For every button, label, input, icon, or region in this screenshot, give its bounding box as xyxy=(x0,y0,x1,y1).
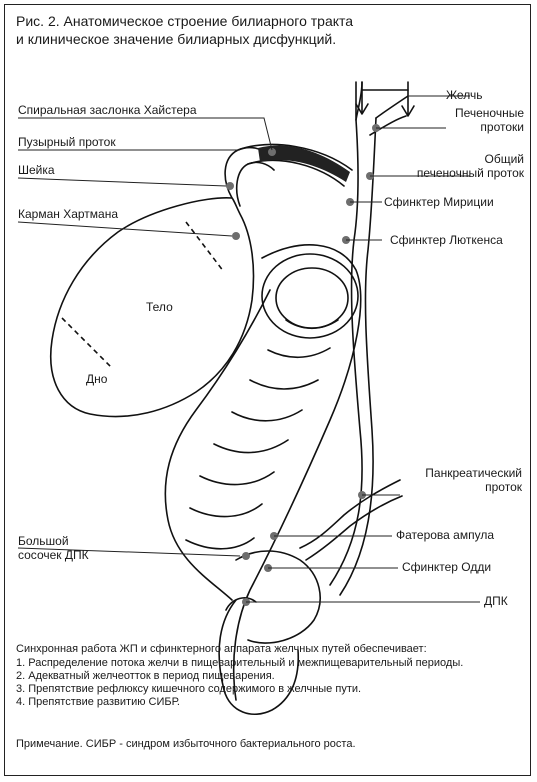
label-bile: Желчь xyxy=(446,88,482,102)
footer-list: 1. Распределение потока желчи в пищевари… xyxy=(16,657,526,709)
label-neck: Шейка xyxy=(18,163,55,177)
label-oddi: Сфинктер Одди xyxy=(402,560,491,574)
footer-item-2: 2. Адекватный желчеотток в период пищева… xyxy=(16,670,526,683)
body-fundus-division xyxy=(62,318,112,368)
label-common-hepatic: Общий печеночный проток xyxy=(380,152,524,180)
label-hepatic-ducts: Печеночные протоки xyxy=(420,106,524,134)
label-cystic-duct: Пузырный проток xyxy=(18,135,116,149)
label-duodenum: ДПК xyxy=(484,594,508,608)
neck-body-division xyxy=(186,222,224,272)
ampulla xyxy=(236,551,320,643)
label-lutkens: Сфинктер Люткенса xyxy=(390,233,503,247)
label-vater: Фатерова ампула xyxy=(396,528,494,542)
gallbladder-neck-inner xyxy=(237,162,274,206)
label-hartmann: Карман Хартмана xyxy=(18,207,118,221)
papilla-dot xyxy=(242,552,250,560)
hartmann-dot xyxy=(232,232,240,240)
footer-item-4: 4. Препятствие развитию СИБР. xyxy=(16,696,526,709)
pancreatic-duct xyxy=(300,480,400,548)
label-pancreatic-duct: Панкреатический проток xyxy=(390,466,522,494)
label-papilla: Большой сосочек ДПК xyxy=(18,534,89,562)
duodenum-outer xyxy=(234,245,361,700)
leader-hartmann xyxy=(18,222,232,236)
leader-neck xyxy=(18,178,226,186)
label-heister: Спиральная заслонка Хайстера xyxy=(18,103,197,117)
footer-item-1: 1. Распределение потока желчи в пищевари… xyxy=(16,657,526,670)
hepatic-branch-left xyxy=(356,82,362,120)
label-fundus: Дно xyxy=(86,372,107,386)
neck-dot xyxy=(226,182,234,190)
pancreatic-duct-2 xyxy=(306,496,402,560)
footer-item-3: 3. Препятствие рефлюксу кишечного содерж… xyxy=(16,683,526,696)
duodenum-opening-inner xyxy=(276,268,348,328)
footer-note: Примечание. СИБР - синдром избыточного б… xyxy=(16,738,526,751)
label-body: Тело xyxy=(146,300,173,314)
label-mirizzi: Сфинктер Мириции xyxy=(384,195,494,209)
footer-intro: Синхронная работа ЖП и сфинктерного аппа… xyxy=(16,643,526,656)
